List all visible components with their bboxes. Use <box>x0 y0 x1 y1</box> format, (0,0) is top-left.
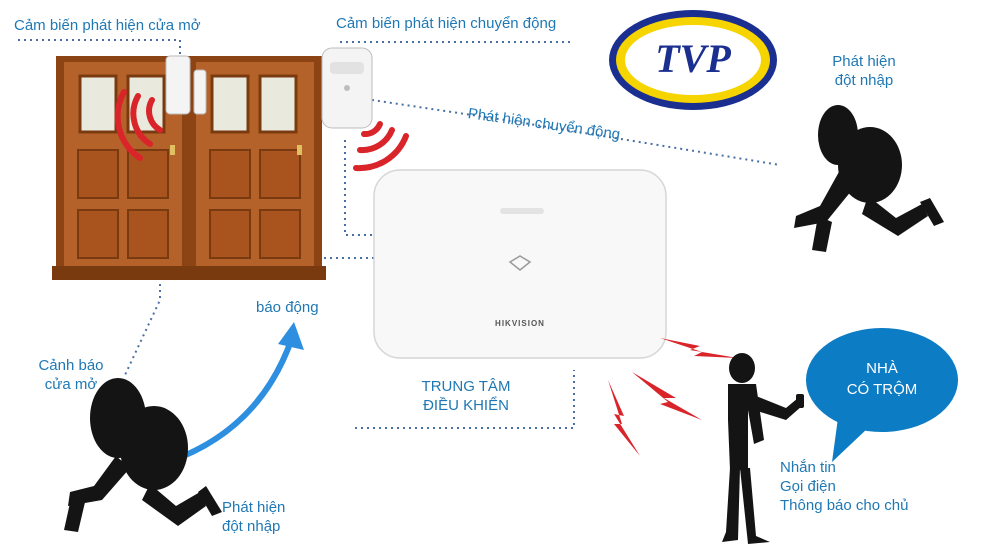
motion-sensor-label: Cảm biến phát hiện chuyển động <box>336 15 557 32</box>
alarm-label: báo động <box>256 299 319 316</box>
intrusion-bottom-label: Phát hiện đột nhập <box>222 498 285 536</box>
panel-brand-label: HIKVISION <box>495 319 545 328</box>
speech-bubble <box>806 328 958 462</box>
door-illustration <box>52 56 326 280</box>
bubble-line-1: NHÀ <box>866 360 898 377</box>
connection-lines <box>18 39 781 429</box>
notify-line-2: Gọi điện <box>780 478 836 495</box>
door-sensor-device <box>165 55 207 115</box>
notify-line-1: Nhắn tin <box>780 459 836 476</box>
thief-bottom-left-icon <box>64 378 222 532</box>
door-alert-label: Cảnh báo cửa mở <box>28 356 114 394</box>
control-center-line-1: TRUNG TÂM <box>421 378 511 395</box>
logo-text: TVP <box>655 36 731 81</box>
door-alert-line-2: cửa mở <box>44 376 98 393</box>
alarm-arrow-icon <box>165 322 304 465</box>
tvp-logo <box>609 10 777 110</box>
panel-bottom-line <box>355 370 575 429</box>
door-sensor-label: Cảm biến phát hiện cửa mở <box>14 17 201 34</box>
motion-sensor-device <box>321 47 373 129</box>
owner-silhouette-icon <box>722 353 804 544</box>
control-panel-device <box>373 169 667 359</box>
motion-sensor-waves-icon <box>353 121 409 172</box>
notify-line-3: Thông báo cho chủ <box>780 497 909 514</box>
door-sensor-line <box>18 39 181 56</box>
intrusion-top-line-2: đột nhập <box>834 72 894 89</box>
bubble-text: NHÀ CÓ TRỘM <box>822 358 942 400</box>
intrusion-top-line-1: Phát hiện <box>832 53 896 70</box>
control-center-label: TRUNG TÂM ĐIỀU KHIỂN <box>404 377 528 415</box>
thief-top-right-icon <box>794 105 944 252</box>
control-center-line-2: ĐIỀU KHIỂN <box>423 397 509 414</box>
notify-owner-label: Nhắn tin Gọi điện Thông báo cho chủ <box>780 458 908 515</box>
intrusion-top-label: Phát hiện đột nhập <box>816 52 912 90</box>
signal-lightning-icon <box>608 338 738 456</box>
intrusion-bottom-line-2: đột nhập <box>222 518 281 535</box>
door-sensor-waves-icon <box>114 89 163 161</box>
motion-to-panel-line <box>344 140 378 236</box>
bubble-line-2: CÓ TRỘM <box>846 381 918 398</box>
intrusion-bottom-line-1: Phát hiện <box>222 499 286 516</box>
door-alert-line-1: Cảnh báo <box>38 357 104 374</box>
